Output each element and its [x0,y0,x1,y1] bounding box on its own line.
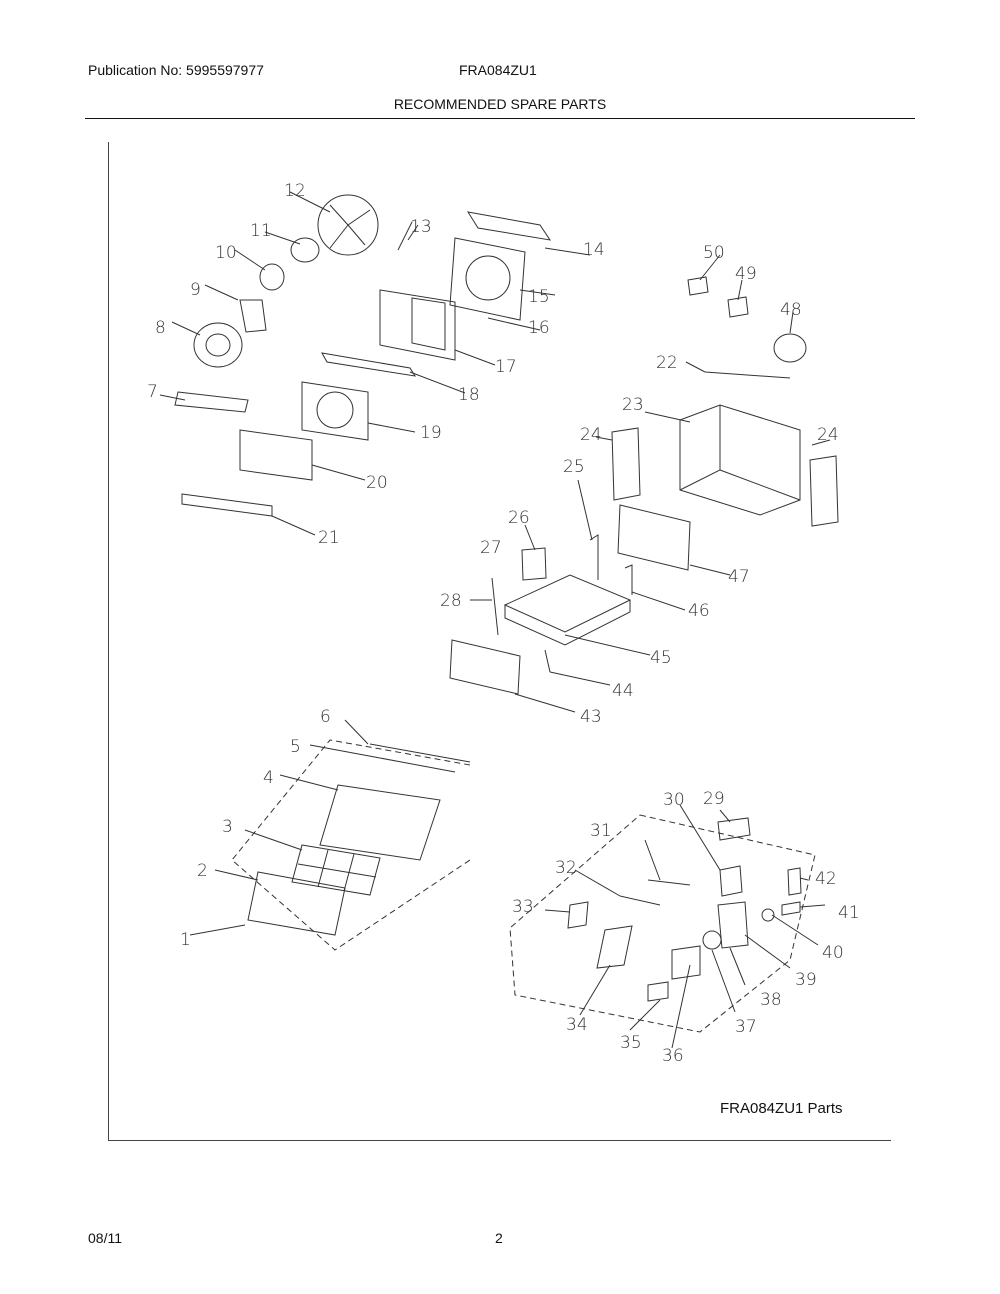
callout-label: 4 [263,768,274,788]
callout-label: 20 [366,473,388,493]
callout-label: 17 [495,357,517,377]
header-divider [85,118,915,119]
callout-label: 33 [512,897,534,917]
callout-label: 11 [250,221,272,241]
callout-label: 18 [458,385,480,405]
callout-label: 46 [688,601,710,621]
callout-label: 14 [583,240,605,260]
page-number: 2 [495,1230,503,1246]
callout-label: 6 [320,707,331,727]
callout-label: 25 [563,457,585,477]
callout-label: 28 [440,591,462,611]
callout-label: 44 [612,681,634,701]
callout-label: 29 [703,789,725,809]
callout-label: 5 [290,737,301,757]
callout-label: 49 [735,264,757,284]
callout-label: 27 [480,538,502,558]
callout-label: 1 [180,930,191,950]
callout-label: 39 [795,970,817,990]
callout-label: 48 [780,300,802,320]
callout-label: 10 [215,243,237,263]
callout-label: 9 [190,280,201,300]
callout-label: 47 [728,567,750,587]
callout-label: 19 [420,423,442,443]
callout-label: 31 [590,821,612,841]
callout-label: 37 [735,1017,757,1037]
diagram-caption: FRA084ZU1 Parts [720,1100,843,1117]
callout-label: 40 [822,943,844,963]
callout-label: 12 [284,181,306,201]
callout-label: 7 [147,382,158,402]
callout-label: 45 [650,648,672,668]
callout-label: 22 [656,353,678,373]
callout-label: 32 [555,858,577,878]
callout-label: 36 [662,1046,684,1066]
callout-label: 8 [155,318,166,338]
callout-label: 42 [815,869,837,889]
callout-label: 41 [838,903,860,923]
callout-label: 15 [528,287,550,307]
callout-label: 34 [566,1015,588,1035]
callout-label: 38 [760,990,782,1010]
callout-label: 21 [318,528,340,548]
callout-label: 23 [622,395,644,415]
callout-label: 13 [410,217,432,237]
callout-label: 24 [817,425,839,445]
callout-label: 43 [580,707,602,727]
callout-label: 24 [580,425,602,445]
callout-label: 35 [620,1033,642,1053]
model-number: FRA084ZU1 [459,62,537,78]
diagram-frame [108,142,891,1141]
publication-number: Publication No: 5995597977 [88,62,264,78]
callout-label: 2 [197,861,208,881]
callout-label: 50 [703,243,725,263]
callout-label: 26 [508,508,530,528]
callout-label: 3 [222,817,233,837]
footer-date: 08/11 [88,1230,122,1246]
callout-label: 16 [528,318,550,338]
page-title: RECOMMENDED SPARE PARTS [393,96,607,112]
callout-label: 30 [663,790,685,810]
